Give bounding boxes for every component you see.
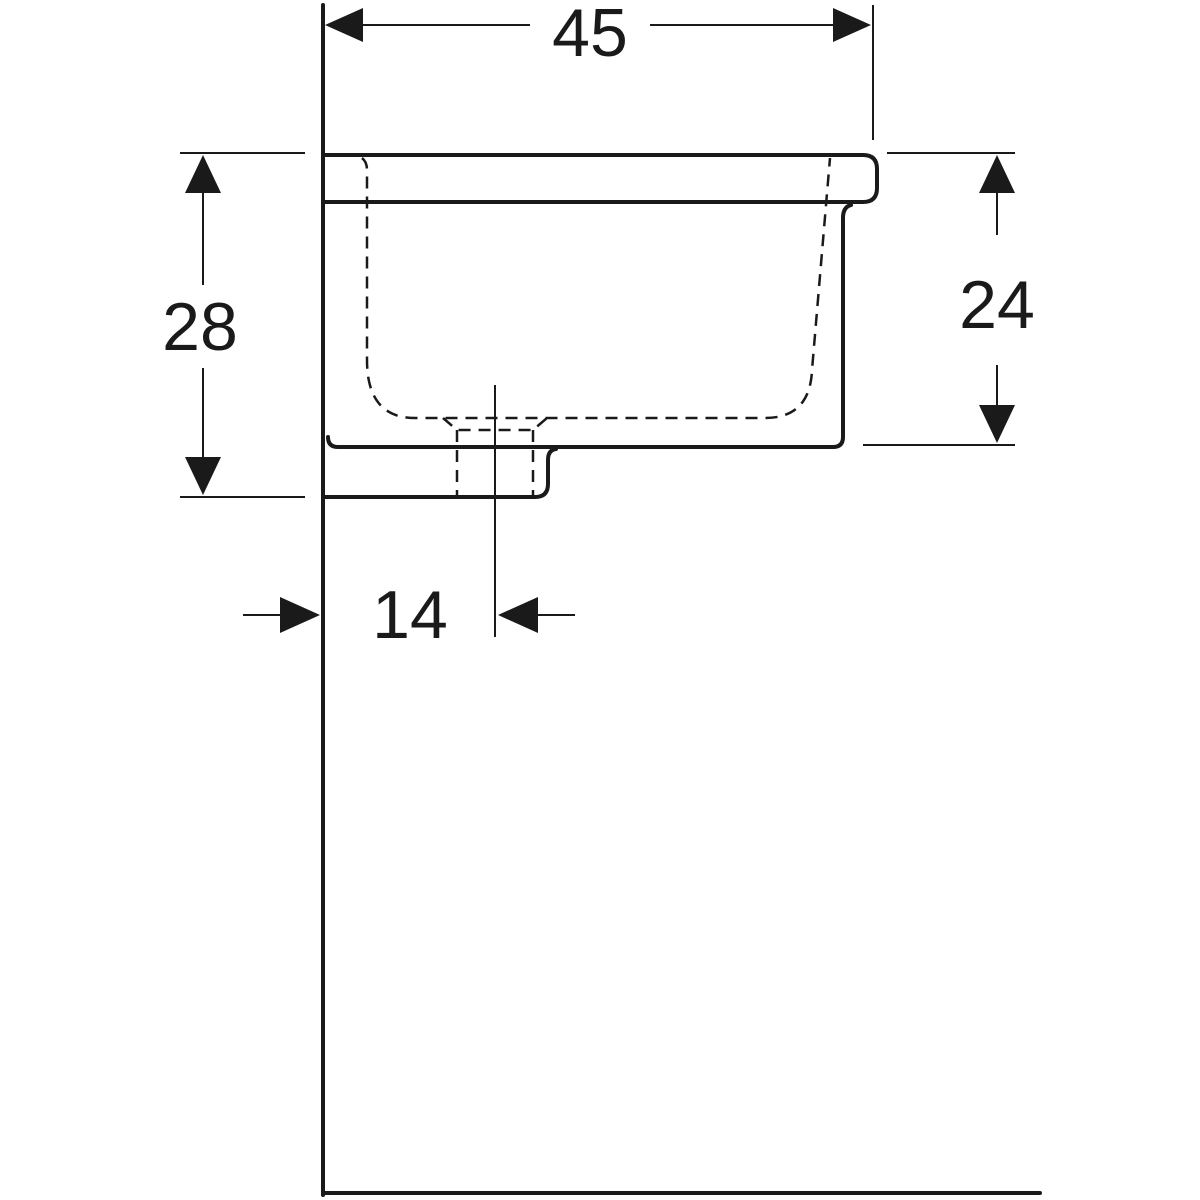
arrow-down-icon	[185, 457, 221, 495]
dimension-label-drain-offset: 14	[372, 577, 448, 653]
dimension-total-height: 28	[162, 152, 305, 498]
drain-hidden-line	[442, 417, 548, 497]
arrow-right-icon	[280, 597, 320, 633]
inner-bowl-hidden-line	[361, 157, 832, 420]
arrow-up-icon	[185, 155, 221, 193]
arrow-right-icon	[833, 8, 871, 42]
dimension-width: 45	[325, 0, 874, 140]
dimension-bowl-height: 24	[863, 152, 1035, 446]
arrow-down-icon	[979, 405, 1015, 443]
sink-drain-housing-outline	[321, 447, 558, 499]
dimension-label-width: 45	[552, 0, 628, 71]
dimension-label-total-height: 28	[162, 289, 238, 365]
arrow-up-icon	[979, 155, 1015, 193]
arrow-left-icon	[498, 597, 538, 633]
sink-bowl-outline	[326, 203, 853, 449]
dimension-drain-offset: 14	[243, 577, 575, 653]
arrow-left-icon	[325, 8, 363, 42]
dimension-label-bowl-height: 24	[959, 267, 1035, 343]
sink-rim-outline	[321, 153, 879, 204]
